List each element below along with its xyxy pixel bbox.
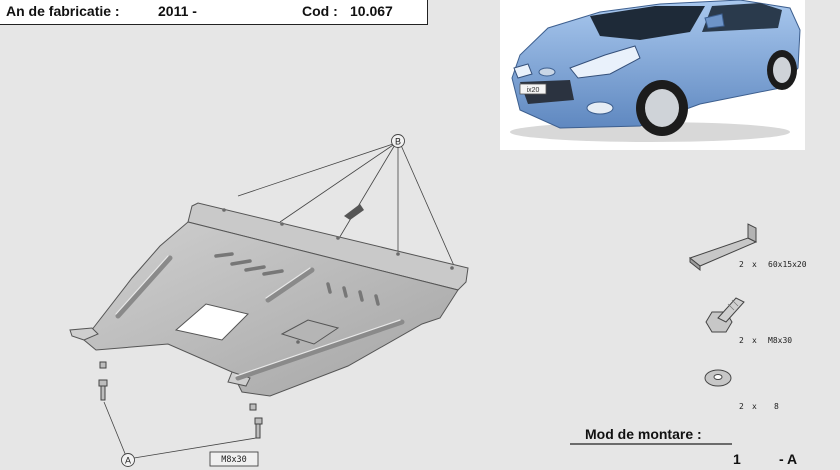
bolt-icon — [705, 297, 745, 333]
part1-qty: 2 — [739, 260, 744, 269]
year-value: 2011 - — [158, 3, 197, 19]
car-illustration: ix20 — [500, 0, 805, 150]
part3-spec: 8 — [774, 402, 779, 411]
washer-icon — [704, 369, 732, 387]
bolt-size-box — [209, 451, 259, 467]
bolt-right — [249, 403, 263, 439]
part2-spec: M8x30 — [768, 336, 793, 345]
bolt-size-label: M8x30 — [221, 455, 247, 465]
mounting-title: Mod de montare : — [585, 426, 702, 442]
callout-a-label: A — [125, 456, 131, 466]
code-value: 10.067 — [350, 3, 393, 19]
callout-a-circle — [121, 453, 135, 467]
callout-a-leaders — [103, 401, 257, 459]
header-box — [0, 0, 428, 25]
part3-qty: 2 — [739, 402, 744, 411]
part3-x: x — [752, 402, 757, 411]
part2-qty: 2 — [739, 336, 744, 345]
bolt-left — [98, 361, 108, 401]
mounting-number: 1 — [733, 451, 741, 467]
part1-spec: 60x15x20 — [768, 260, 807, 269]
direction-arrow-icon — [344, 204, 364, 220]
plate-text: ix20 — [527, 87, 540, 94]
part1-x: x — [752, 260, 757, 269]
part2-x: x — [752, 336, 757, 345]
bracket-plate-icon — [688, 223, 758, 272]
mounting-variant: - A — [779, 451, 798, 467]
license-plate — [519, 83, 547, 95]
headlight — [569, 45, 641, 79]
callout-b-leaders — [237, 142, 456, 269]
year-label: An de fabricatie : — [6, 3, 120, 19]
callout-b-label: B — [395, 137, 401, 147]
skid-plate — [69, 202, 469, 397]
callout-b-circle — [391, 134, 405, 148]
code-label: Cod : — [302, 3, 338, 19]
